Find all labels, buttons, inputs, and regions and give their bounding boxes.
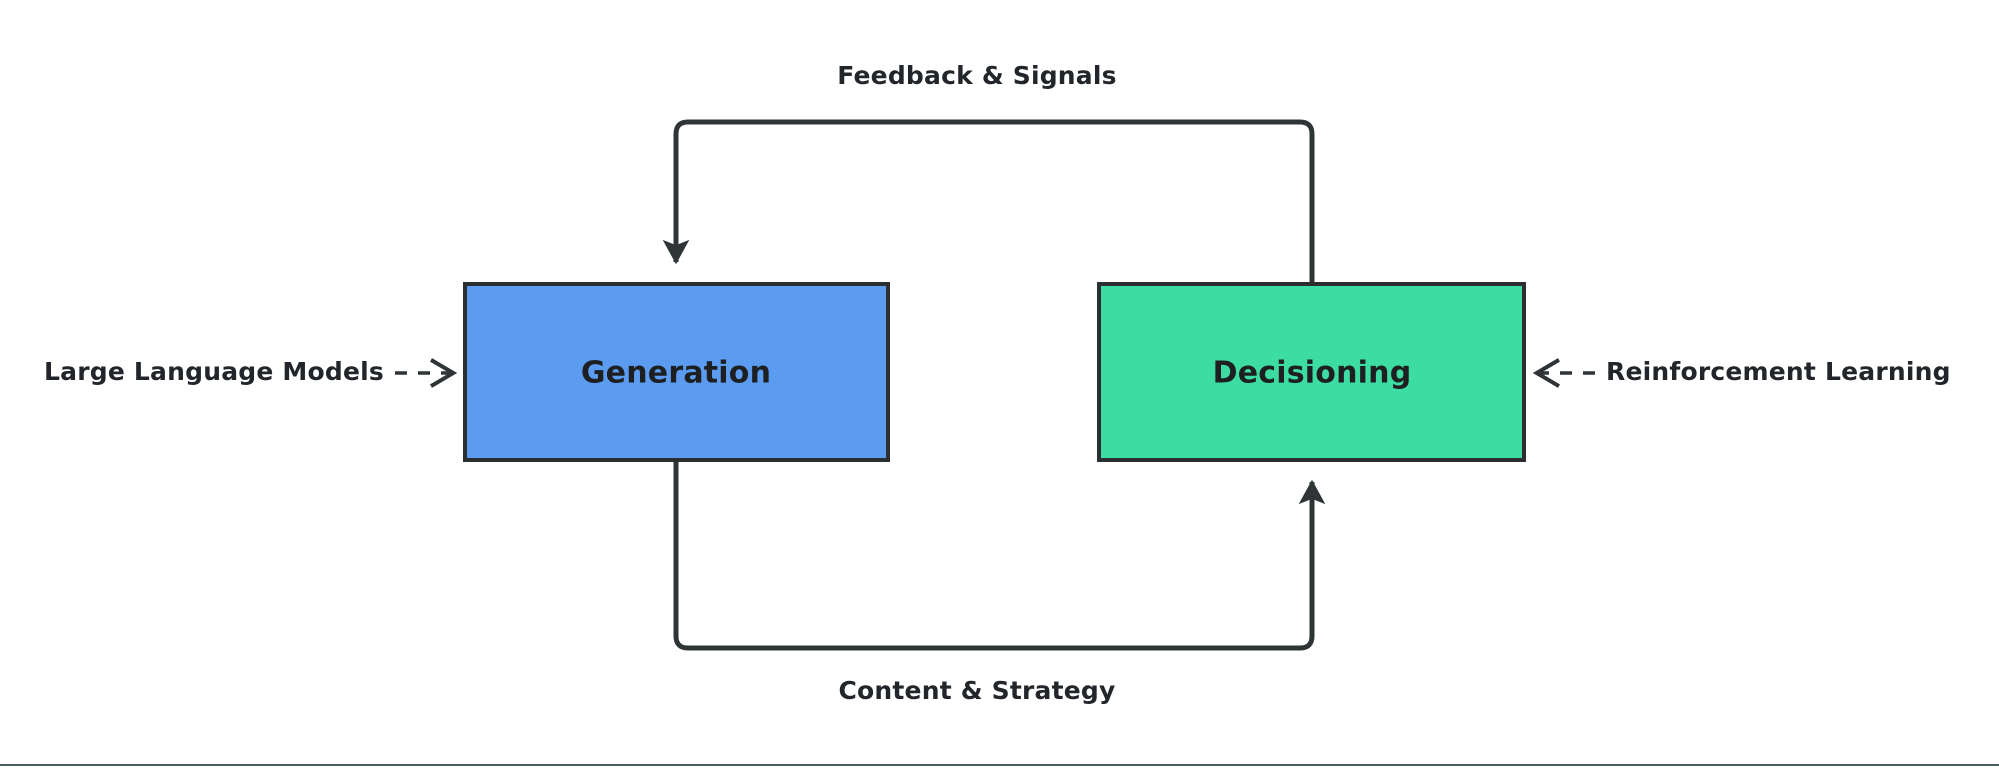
node-generation-label: Generation — [581, 356, 771, 391]
node-generation-box[interactable] — [463, 282, 890, 462]
side-label-large-language-models: Large Language Models — [44, 357, 384, 386]
edge-label-feedback-signals: Feedback & Signals — [837, 61, 1116, 90]
edge-label-content-strategy: Content & Strategy — [838, 676, 1115, 705]
edge-content-strategy-line — [673, 460, 1326, 651]
node-decisioning-label: Decisioning — [1213, 356, 1412, 391]
node-decisioning-box[interactable] — [1097, 282, 1526, 462]
side-label-reinforcement-learning: Reinforcement Learning — [1606, 357, 1951, 386]
edge-feedback-signals-line — [662, 119, 1315, 284]
